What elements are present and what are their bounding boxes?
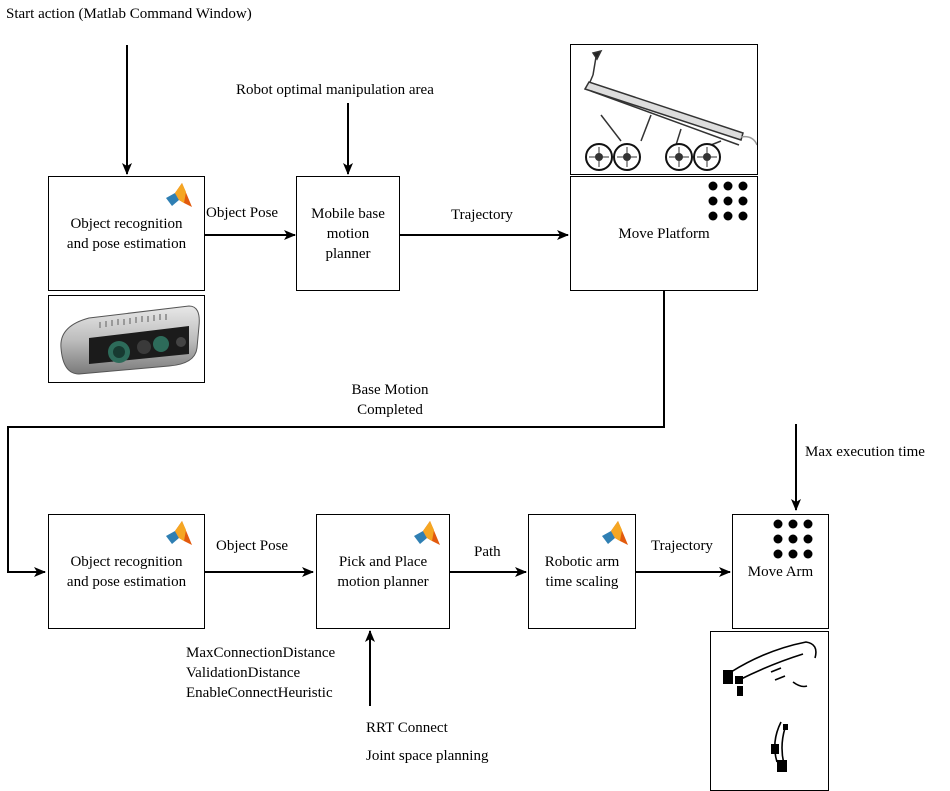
edge-label-object-pose-top: Object Pose bbox=[206, 205, 279, 221]
base-motion-completed-label: Base Motion Completed bbox=[351, 382, 429, 418]
robot-area-label: Robot optimal manipulation area bbox=[236, 82, 434, 98]
box-label: Robotic arm time scaling bbox=[544, 553, 620, 590]
matlab-logo-icon bbox=[166, 521, 192, 545]
arrow-platform-to-recognition-bottom bbox=[7, 290, 665, 577]
edge-label-trajectory-bottom: Trajectory bbox=[651, 538, 713, 554]
joint-space-label: Joint space planning bbox=[366, 748, 489, 764]
move-platform-box: Move Platform bbox=[570, 176, 758, 291]
ros-logo-icon bbox=[773, 519, 813, 559]
matlab-logo-icon bbox=[602, 521, 628, 545]
robot-arm-image bbox=[710, 631, 829, 791]
max-execution-label: Max execution time bbox=[805, 444, 925, 460]
box-label: Move Platform bbox=[618, 225, 710, 242]
object-recognition-box-top: Object recognition and pose estimation bbox=[48, 176, 205, 291]
edge-label-object-pose-bottom: Object Pose bbox=[216, 538, 289, 554]
mobile-base-planner-box: Mobile base motion planner bbox=[296, 176, 400, 291]
box-label: Move Arm bbox=[747, 563, 814, 580]
rrt-connect-label: RRT Connect bbox=[366, 720, 448, 736]
box-label: Mobile base motion planner bbox=[311, 205, 385, 262]
matlab-logo-icon bbox=[166, 183, 192, 207]
edge-label-path: Path bbox=[474, 544, 501, 560]
box-label: Object recognition and pose estimation bbox=[66, 215, 187, 252]
mobile-platform-image bbox=[570, 44, 758, 175]
box-label: Pick and Place motion planner bbox=[337, 553, 429, 590]
planner-parameters-label: MaxConnectionDistance ValidationDistance… bbox=[186, 645, 336, 701]
depth-camera-image bbox=[48, 295, 205, 383]
edge-label-trajectory-top: Trajectory bbox=[451, 207, 513, 223]
matlab-logo-icon bbox=[414, 521, 440, 545]
box-label: Object recognition and pose estimation bbox=[66, 553, 187, 590]
start-action-label: Start action (Matlab Command Window) bbox=[6, 6, 252, 22]
ros-logo-icon bbox=[708, 181, 748, 221]
move-arm-box: Move Arm bbox=[732, 514, 829, 629]
